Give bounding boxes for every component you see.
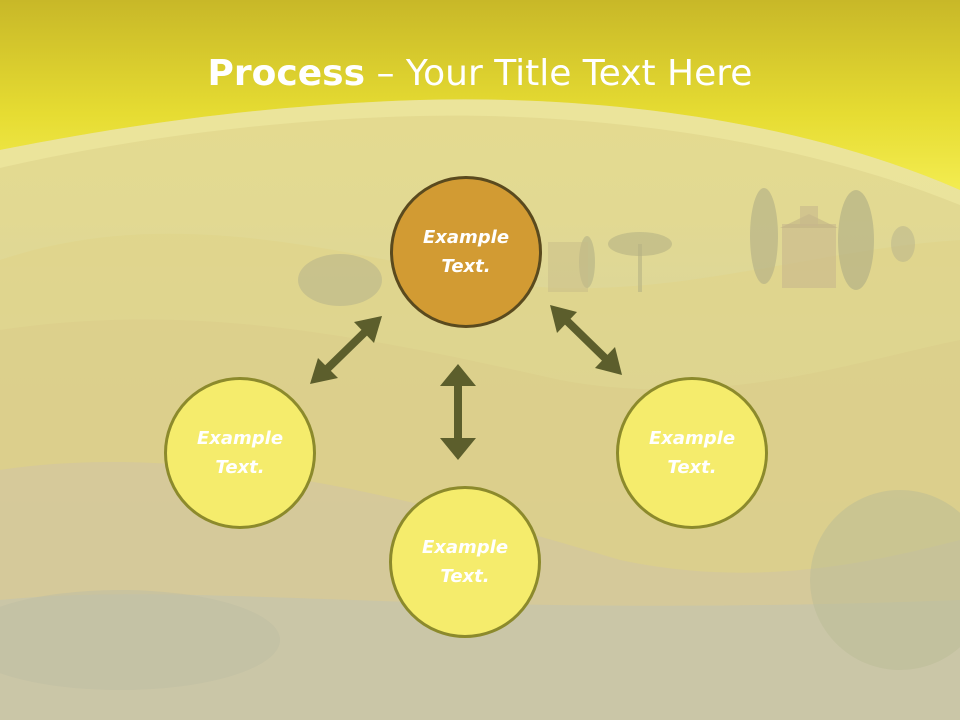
arrow-vertical — [440, 364, 476, 460]
node-line2: Text. — [440, 566, 490, 587]
slide-title: Process – Your Title Text Here — [0, 52, 960, 96]
node-line1: Example — [422, 227, 510, 248]
node-line2: Text. — [441, 256, 491, 277]
arrow-top-right — [550, 305, 622, 375]
title-bold: Process — [207, 53, 366, 94]
node-line1: Example — [421, 537, 509, 558]
node-line2: Text. — [667, 457, 717, 478]
arrow-top-left — [310, 316, 382, 384]
node-line1: Example — [196, 428, 284, 449]
title-rest: – Your Title Text Here — [365, 53, 753, 94]
node-line2: Text. — [215, 457, 265, 478]
node-line1: Example — [648, 428, 736, 449]
